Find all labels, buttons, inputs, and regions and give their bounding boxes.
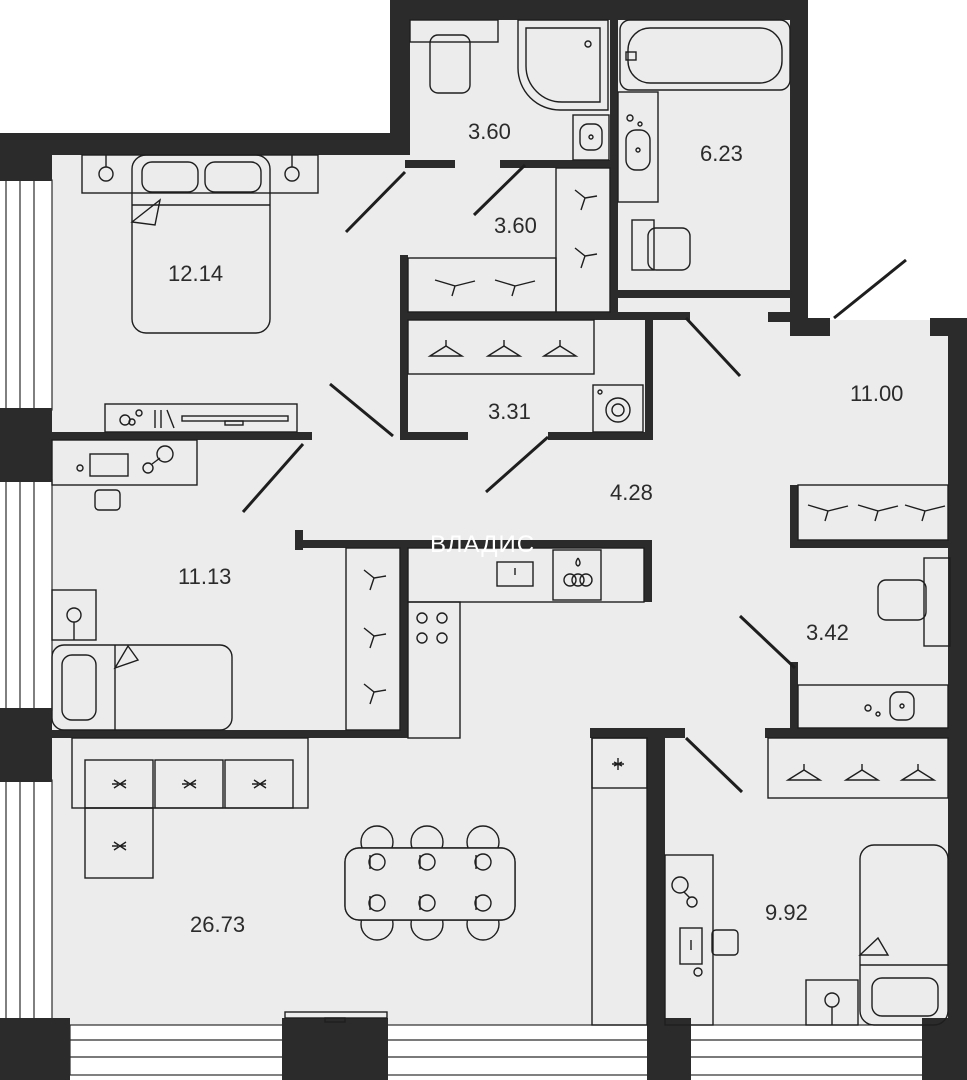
room-labels: 12.14 3.60 3.60 6.23 11.00 3.31 4.28 11.… bbox=[168, 119, 903, 937]
area-label-bathroom-large: 6.23 bbox=[700, 141, 743, 166]
area-label-corridor: 4.28 bbox=[610, 480, 653, 505]
area-label-bathroom-small: 3.60 bbox=[468, 119, 511, 144]
windows bbox=[5, 179, 926, 1076]
dining-table bbox=[344, 825, 516, 941]
watermark: ВЛАДИС bbox=[430, 531, 535, 558]
sofa bbox=[71, 737, 309, 879]
door-swings bbox=[241, 163, 907, 794]
area-label-living-kitchen: 26.73 bbox=[190, 912, 245, 937]
area-label-bedroom-1: 12.14 bbox=[168, 261, 223, 286]
area-label-hall-right: 11.00 bbox=[850, 381, 903, 406]
area-label-storage: 3.31 bbox=[488, 399, 531, 424]
bed-bedroom-3 bbox=[805, 844, 949, 1026]
tv-unit bbox=[104, 403, 298, 433]
floor-area bbox=[50, 12, 950, 1025]
kitchen-fixtures bbox=[407, 547, 648, 1026]
wc-fixtures bbox=[797, 557, 951, 729]
bathroom-small-fixtures bbox=[409, 19, 610, 161]
dressing-small-fixtures bbox=[407, 167, 611, 313]
bathroom-large-fixtures bbox=[617, 19, 791, 271]
area-label-wc: 3.42 bbox=[806, 620, 849, 645]
wardrobe-bedroom-3 bbox=[767, 737, 949, 799]
desk-bedroom-3 bbox=[664, 854, 739, 1026]
desk-bedroom-2 bbox=[51, 439, 198, 511]
tv-living bbox=[284, 1011, 388, 1023]
storage-fixtures bbox=[407, 319, 644, 433]
double-bed-1 bbox=[81, 154, 319, 334]
area-label-bedroom-2: 11.13 bbox=[178, 564, 231, 589]
area-label-dressing-small: 3.60 bbox=[494, 213, 537, 238]
hall-right-fixtures bbox=[797, 484, 949, 541]
area-label-bedroom-3: 9.92 bbox=[765, 900, 808, 925]
bed-bedroom-2 bbox=[51, 589, 233, 731]
wardrobe-bedroom-2 bbox=[345, 547, 401, 731]
